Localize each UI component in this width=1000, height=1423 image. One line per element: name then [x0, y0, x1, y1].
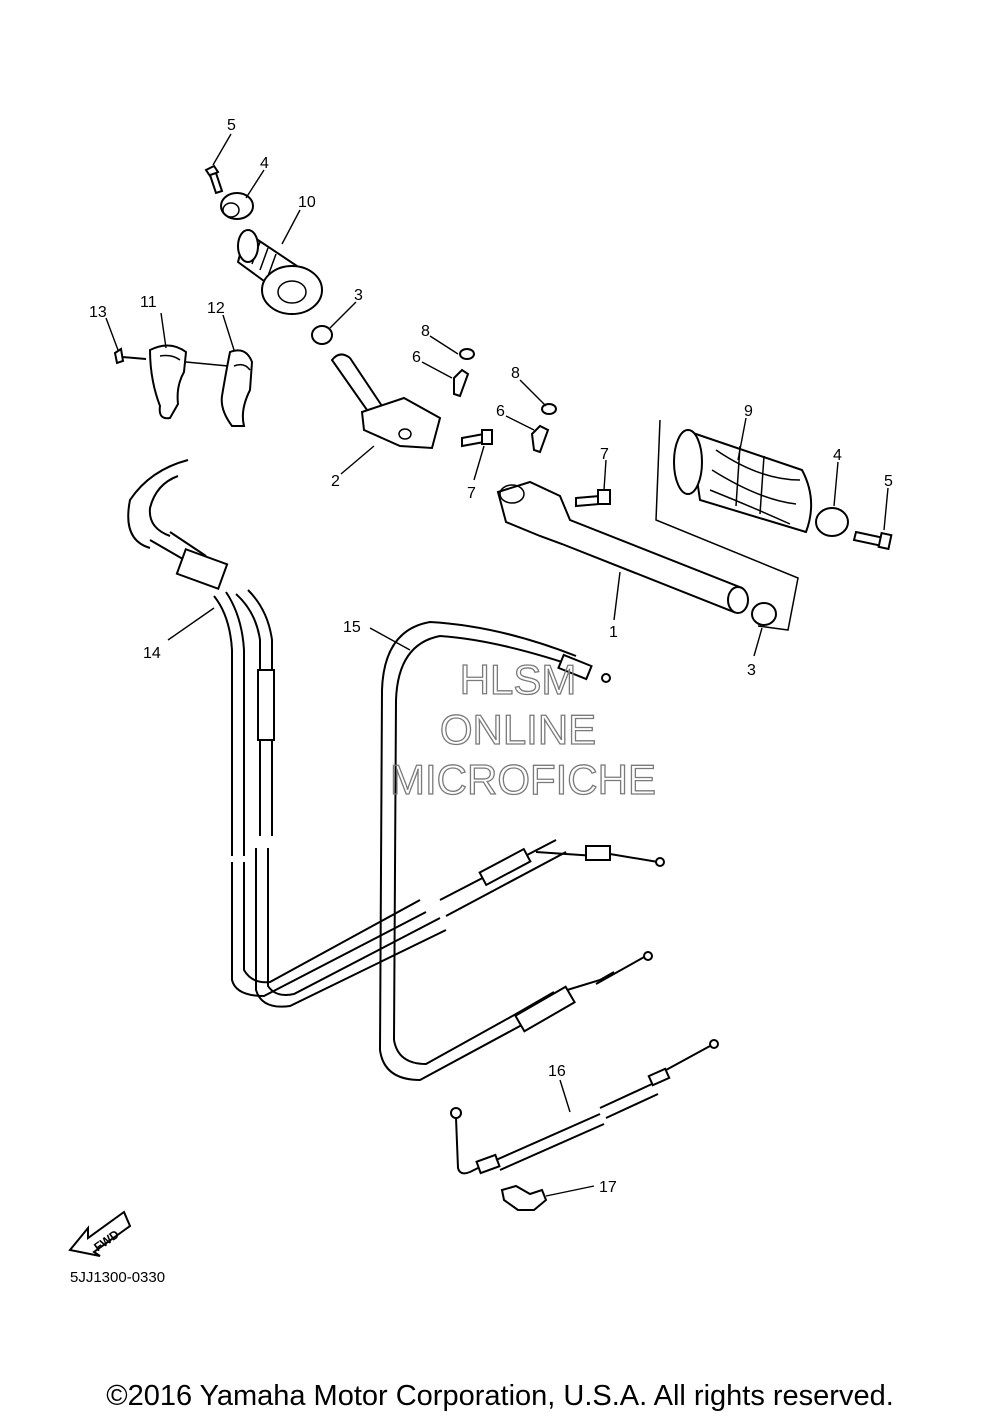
- cap-part-8-right[interactable]: [541, 403, 557, 415]
- callout-14: 14: [143, 645, 161, 662]
- copyright-footer: ©2016 Yamaha Motor Corporation, U.S.A. A…: [106, 1380, 894, 1412]
- callout-7-right: 7: [600, 446, 609, 463]
- callout-3-upper: 3: [354, 287, 363, 304]
- grip-part-9[interactable]: [655, 419, 813, 631]
- callout-4-left: 4: [260, 155, 269, 172]
- watermark-line-2: ONLINE: [440, 706, 596, 753]
- callout-labels: 1 2 3 3 4 4 5 5 6 6 7 7 8 8 9 10 11 12 1…: [89, 117, 893, 1196]
- collar-part-3-upper[interactable]: [311, 325, 333, 345]
- watermark-line-3: MICROFICHE: [390, 756, 656, 803]
- callout-7-left: 7: [467, 485, 476, 502]
- leader-lines: [105, 133, 889, 1197]
- end-weight-part-4-right[interactable]: [815, 507, 849, 537]
- forward-arrow-icon: FWD: [68, 1210, 132, 1257]
- callout-3-lower: 3: [747, 662, 756, 679]
- throttle-cable-assembly-part-14[interactable]: [127, 459, 665, 1008]
- callout-1: 1: [609, 624, 618, 641]
- holder-part-11[interactable]: [148, 344, 229, 420]
- callout-6-right: 6: [496, 403, 505, 420]
- left-handlebar-part-2[interactable]: [330, 353, 442, 450]
- end-weight-part-4-left[interactable]: [220, 192, 254, 220]
- clutch-cable-part-15[interactable]: [378, 620, 653, 1082]
- watermark-line-1: HLSM: [460, 656, 577, 703]
- callout-6-left: 6: [412, 349, 421, 366]
- cap-part-8-left[interactable]: [459, 348, 475, 360]
- reference-code: 5JJ1300-0330: [70, 1269, 165, 1286]
- callout-2: 2: [331, 473, 340, 490]
- bolt-part-7-left[interactable]: [461, 429, 493, 448]
- cable-part-16[interactable]: [450, 1039, 719, 1175]
- right-handlebar-part-1[interactable]: [496, 480, 749, 614]
- callout-10: 10: [298, 194, 316, 211]
- callout-8-right: 8: [511, 365, 520, 382]
- bolt-part-7-right[interactable]: [575, 489, 611, 508]
- bolt-part-5-right[interactable]: [852, 530, 893, 551]
- callout-12: 12: [207, 300, 225, 317]
- screw-part-13[interactable]: [113, 347, 147, 365]
- cable-end-part-17[interactable]: [500, 1184, 548, 1211]
- callout-5-right: 5: [884, 473, 893, 490]
- callout-13: 13: [89, 304, 107, 321]
- callout-5-left: 5: [227, 117, 236, 134]
- callout-4-right: 4: [833, 447, 842, 464]
- callout-11: 11: [140, 294, 157, 311]
- callout-17: 17: [599, 1179, 617, 1196]
- throttle-grip-part-10[interactable]: [236, 229, 323, 315]
- callout-9: 9: [744, 403, 753, 420]
- watermark: HLSM ONLINE MICROFICHE: [389, 655, 656, 803]
- bolt-part-6-left[interactable]: [453, 368, 470, 398]
- collar-part-3-lower[interactable]: [751, 602, 777, 626]
- bolt-part-5-left[interactable]: [204, 164, 224, 195]
- callout-8-left: 8: [421, 323, 430, 340]
- holder-part-12[interactable]: [220, 349, 254, 427]
- callout-15: 15: [343, 619, 361, 636]
- callout-16: 16: [548, 1063, 566, 1080]
- bolt-part-6-right[interactable]: [530, 424, 550, 454]
